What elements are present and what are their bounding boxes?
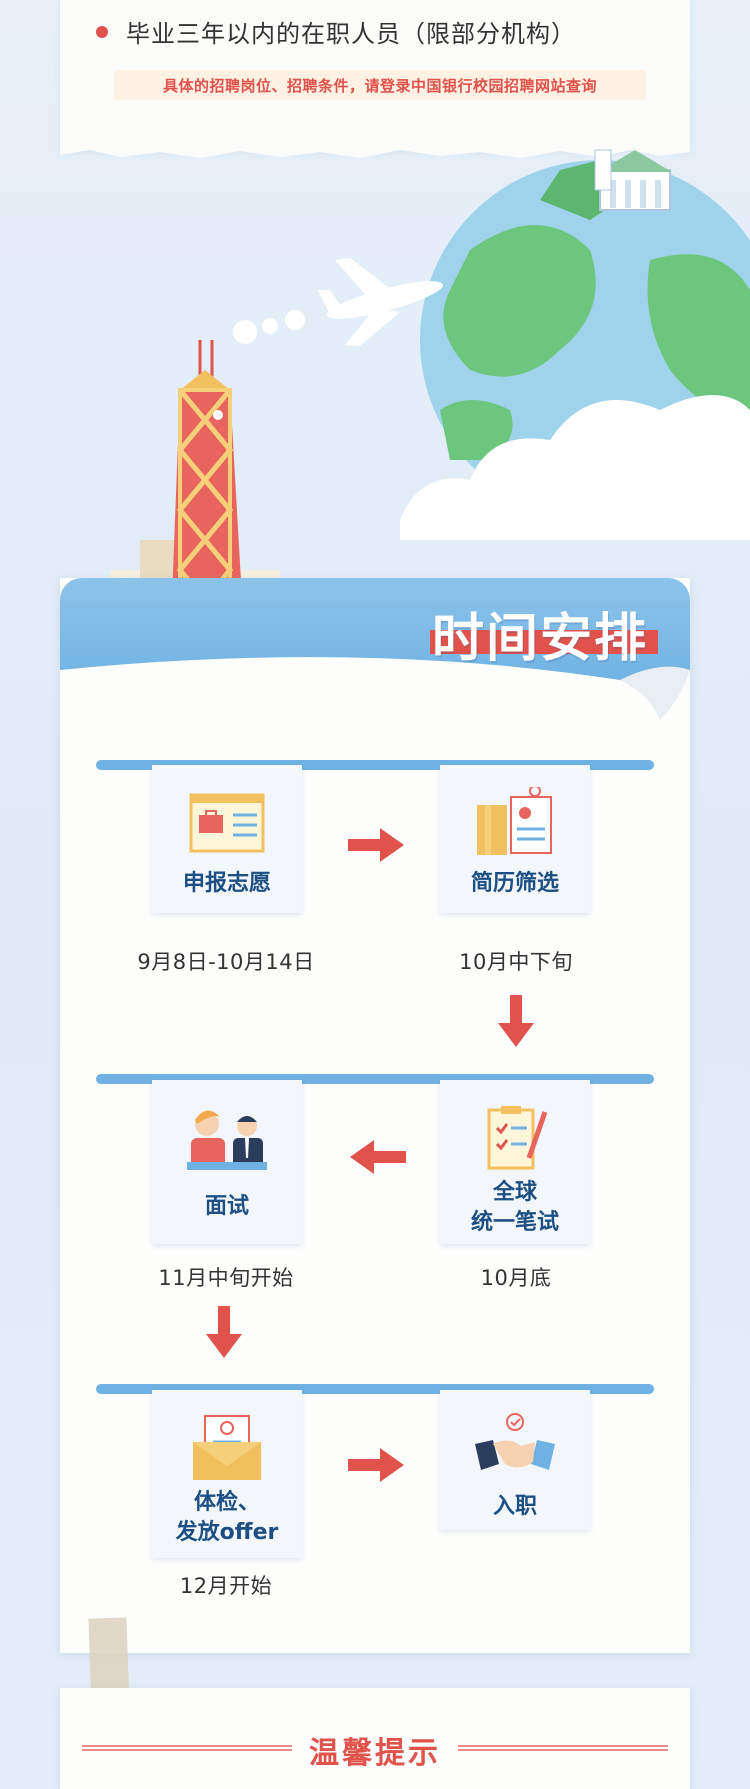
step-onboarding: 入职	[440, 1390, 590, 1530]
arrow-left-icon	[350, 1140, 406, 1174]
tips-divider-right	[458, 1745, 668, 1751]
timeline-rail-3	[96, 1384, 654, 1394]
step-label: 面试	[204, 1194, 249, 1219]
step-apply: 申报志愿	[152, 765, 302, 913]
step-label-line2: 统一笔试	[470, 1210, 559, 1235]
recruitment-note: 具体的招聘岗位、招聘条件，请登录中国银行校园招聘网站查询	[114, 70, 646, 100]
arrow-right-icon	[348, 1448, 404, 1482]
step-date: 10月中下旬	[459, 950, 573, 974]
resume-icon	[477, 787, 552, 855]
step-resume-screening: 简历筛选	[440, 765, 590, 913]
handshake-icon	[475, 1413, 555, 1470]
step-label: 申报志愿	[182, 871, 271, 896]
tips-divider-left	[82, 1745, 292, 1751]
step-label: 入职	[492, 1494, 537, 1519]
torn-edge	[60, 146, 690, 158]
step-label: 简历筛选	[470, 871, 559, 896]
arrow-right-icon	[348, 828, 404, 862]
briefcase-form-icon	[189, 793, 265, 853]
step-written-test: 全球 统一笔试	[440, 1080, 590, 1244]
timeline-rail-2	[96, 1074, 654, 1084]
tips-card	[60, 1688, 690, 1789]
arrow-down-icon	[206, 1306, 242, 1358]
banner-title: 时间安排	[432, 609, 649, 669]
step-date: 9月8日-10月14日	[137, 950, 315, 974]
step-interview: 面试	[152, 1080, 302, 1244]
arrow-down-icon	[498, 995, 534, 1047]
eligibility-bullet: 毕业三年以内的在职人员（限部分机构）	[96, 14, 576, 49]
banner-title-underline	[430, 630, 658, 654]
envelope-offer-icon	[193, 1415, 261, 1480]
airplane-icon	[318, 258, 444, 346]
eligibility-card: 毕业三年以内的在职人员（限部分机构） 具体的招聘岗位、招聘条件，请登录中国银行校…	[60, 0, 690, 158]
timeline-rail-1	[96, 760, 654, 770]
step-label-line1: 全球	[492, 1180, 537, 1205]
written-test-icon	[487, 1106, 548, 1170]
interview-icon	[187, 1110, 267, 1170]
tips-title: 温馨提示	[309, 1736, 441, 1771]
step-date: 11月中旬开始	[158, 1266, 294, 1290]
step-date: 10月底	[480, 1266, 552, 1290]
eligibility-text: 毕业三年以内的在职人员（限部分机构）	[126, 20, 576, 48]
building-icon	[594, 149, 672, 211]
banner-paper-curl	[60, 657, 690, 720]
step-medical-offer: 体检、 发放offer	[152, 1390, 302, 1558]
step-label-line1: 体检、	[193, 1490, 260, 1515]
step-label-line2: 发放offer	[175, 1520, 279, 1545]
step-date: 12月开始	[179, 1574, 273, 1598]
bullet-dot-icon	[96, 25, 108, 38]
